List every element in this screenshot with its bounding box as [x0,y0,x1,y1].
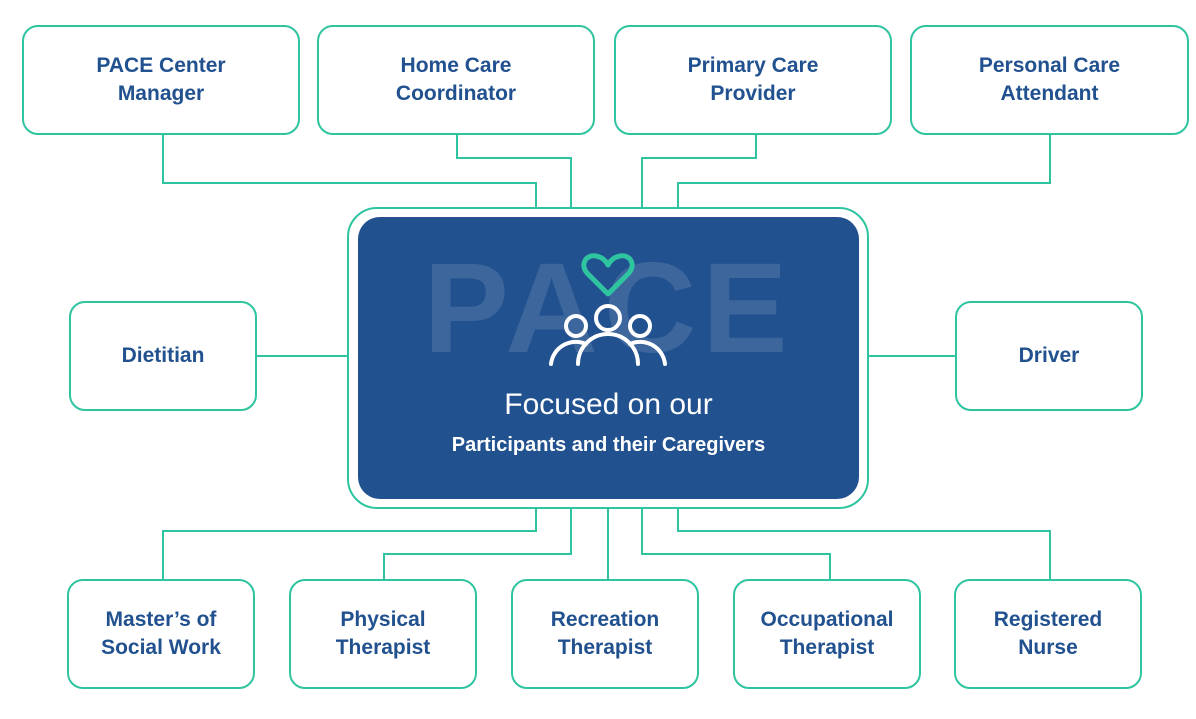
node-label-line1: Physical [340,608,426,631]
node-dietitian: Dietitian [69,301,257,411]
connector-registered-nurse [677,509,1051,579]
node-label-line1: Master’s of [105,608,217,631]
node-label-line1: Home Care [400,54,512,77]
node-label-line1: Recreation [550,608,660,631]
node-masters-social-work: Master’s of Social Work [67,579,255,689]
node-label-line2: Social Work [101,636,221,659]
node-label-line1: Occupational [760,608,894,631]
connector-personal-care-attendant [677,135,1051,207]
connector-home-care-coordinator [456,135,572,207]
group-people-icon [549,304,667,366]
connector-pace-center-manager [162,135,537,207]
node-label-line1: Primary Care [687,54,819,77]
node-label-line2: Therapist [335,636,431,659]
center-panel: PACE Focused on our Participants and the… [358,217,859,499]
center-subheading: Participants and their Caregivers [451,434,766,456]
node-label: Dietitian [121,344,205,367]
connector-occupational-therapist [641,509,831,579]
connector-masters-social-work [162,509,537,579]
node-label: Driver [1018,344,1080,367]
node-label-line2: Attendant [1000,82,1099,105]
node-label-line1: PACE Center [96,54,226,77]
node-label-line2: Therapist [557,636,653,659]
center-icon-group [549,253,667,366]
connector-primary-care-provider [641,135,757,207]
node-label-line2: Manager [117,82,205,105]
heart-icon [581,253,635,297]
node-label-line1: Personal Care [978,54,1121,77]
node-label-line2: Coordinator [395,82,517,105]
node-label-line1: Registered [993,608,1103,631]
node-label-line2: Therapist [779,636,875,659]
connector-physical-therapist [383,509,572,579]
node-driver: Driver [955,301,1143,411]
node-label-line2: Nurse [1018,636,1078,659]
center-heading: Focused on our [504,388,713,421]
node-label-line2: Provider [710,82,796,105]
